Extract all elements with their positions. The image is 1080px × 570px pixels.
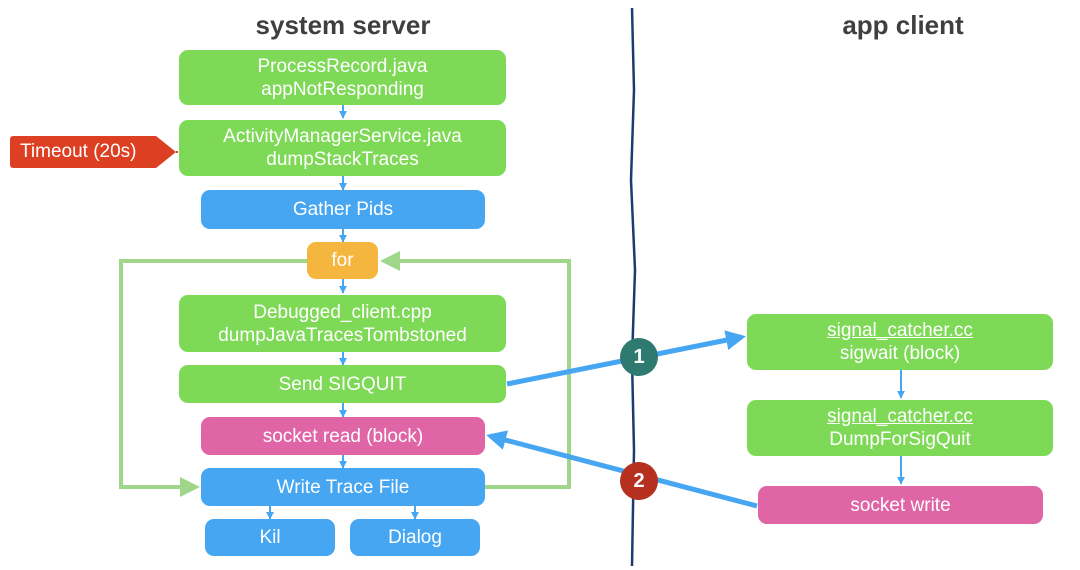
timeout-label: Timeout (20s) (10, 136, 176, 168)
node-signal-catcher-dump: signal_catcher.cc DumpForSigQuit (747, 400, 1053, 456)
node-process-record-method: appNotResponding (261, 78, 424, 100)
loop-line-left (119, 259, 307, 497)
node-signal-catcher-sigwait: signal_catcher.cc sigwait (block) (747, 314, 1053, 370)
node-activity-manager-service: ActivityManagerService.java dumpStackTra… (179, 120, 506, 176)
node-socket-write: socket write (758, 486, 1043, 524)
heading-app-client: app client (842, 10, 964, 40)
node-dialog: Dialog (350, 519, 480, 556)
step-badge-1: 1 (620, 338, 658, 376)
node-debugged-client-file: Debugged_client.cpp (253, 301, 432, 323)
node-socket-read: socket read (block) (201, 417, 485, 455)
node-sigwait-method: sigwait (block) (839, 343, 961, 364)
node-sigwait-file: signal_catcher.cc (827, 320, 973, 341)
node-dump-method: DumpForSigQuit (829, 429, 971, 450)
node-debugged-client-method: dumpJavaTracesTombstoned (218, 324, 467, 346)
node-kill: Kil (205, 519, 335, 556)
node-process-record: ProcessRecord.java appNotResponding (179, 50, 506, 105)
divider-line (629, 7, 637, 567)
node-send-sigquit: Send SIGQUIT (179, 365, 506, 403)
node-dump-file: signal_catcher.cc (827, 406, 973, 427)
step-badge-2: 2 (620, 462, 658, 500)
heading-system-server: system server (255, 10, 431, 40)
node-for-loop: for (307, 242, 378, 279)
node-write-trace-file: Write Trace File (201, 468, 485, 506)
node-process-record-file: ProcessRecord.java (257, 55, 428, 77)
node-ams-file: ActivityManagerService.java (223, 126, 462, 147)
node-ams-method: dumpStackTraces (266, 149, 419, 170)
node-gather-pids: Gather Pids (201, 190, 485, 229)
node-debugged-client: Debugged_client.cpp dumpJavaTracesTombst… (179, 295, 506, 352)
